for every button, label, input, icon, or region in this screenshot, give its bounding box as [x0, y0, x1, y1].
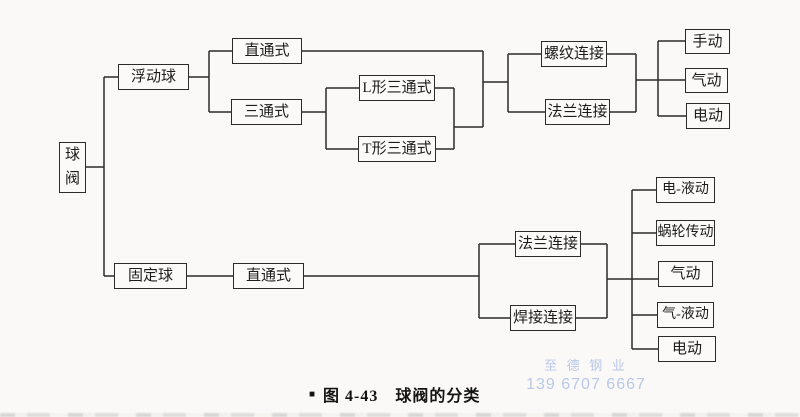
- connector-actuator-split-top: [657, 40, 686, 117]
- connector-conn-merge-top: [607, 53, 685, 113]
- connector-actuator-split-bottom: [631, 189, 658, 350]
- node-ball-valve: 球阀: [59, 142, 86, 193]
- node-worm-gear-drive: 蜗轮传动: [656, 220, 715, 246]
- node-pneumatic-bottom: 气动: [658, 261, 713, 287]
- node-fixed-ball: 固定球: [114, 263, 187, 289]
- node-pneumatic-top: 气动: [685, 68, 728, 93]
- node-straight-type-bottom: 直通式: [233, 263, 304, 289]
- node-l-three-way: L形三通式: [359, 75, 435, 101]
- node-straight-type-top: 直通式: [232, 38, 302, 64]
- node-pneumatic-hydraulic: 气-液动: [657, 302, 714, 328]
- scan-edge-artifact: [0, 413, 800, 417]
- connector-conn-split-top: [507, 53, 545, 113]
- figure-caption: ■ 图 4-43 球阀的分类: [309, 382, 480, 406]
- caption-figure-number: 图 4-43: [323, 388, 379, 405]
- watermark-phone: 139 6707 6667: [526, 376, 646, 393]
- node-electro-hydraulic: 电-液动: [656, 177, 715, 203]
- node-three-way-type: 三通式: [231, 99, 302, 125]
- connector-conn-split-bottom: [478, 243, 515, 319]
- connector-conn-merge-bottom: [576, 243, 658, 319]
- connector-lt-merge: [435, 51, 508, 150]
- caption-bullet-icon: ■: [309, 388, 316, 400]
- watermark: 至 德 钢 业 139 6707 6667: [514, 355, 658, 394]
- node-threaded-connection: 螺纹连接: [541, 41, 607, 67]
- node-flange-connection-top: 法兰连接: [545, 99, 610, 125]
- node-electric-top: 电动: [686, 103, 730, 129]
- connector-root-branch: [86, 76, 118, 277]
- node-flange-connection-bottom: 法兰连接: [515, 231, 581, 257]
- node-floating-ball: 浮动球: [118, 64, 189, 90]
- caption-title: 球阀的分类: [395, 388, 481, 405]
- node-t-three-way: T形三通式: [358, 136, 436, 162]
- connector-floating-branch: [189, 50, 232, 113]
- node-electric-bottom: 电动: [658, 336, 716, 362]
- watermark-company: 至 德 钢 业: [544, 358, 628, 373]
- connector-threeway-branch: [302, 87, 359, 150]
- node-manual: 手动: [685, 29, 730, 54]
- node-welded-connection: 焊接连接: [510, 305, 576, 331]
